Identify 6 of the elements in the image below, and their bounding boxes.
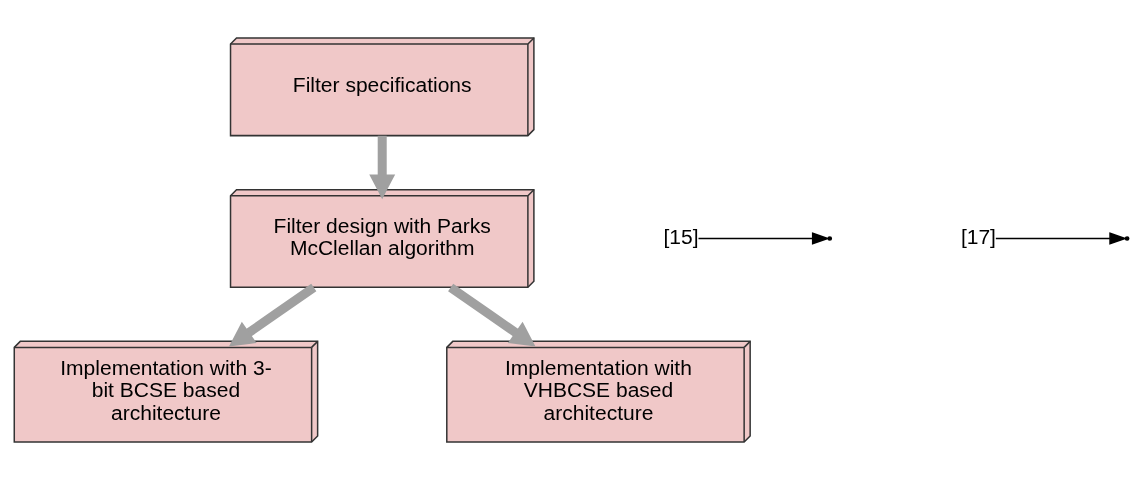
node-text: [17] — [960, 225, 996, 249]
arrow — [697, 232, 830, 245]
node-text: [15] — [663, 225, 699, 249]
arrow — [369, 135, 396, 200]
arrow — [448, 283, 536, 347]
arrow — [228, 283, 317, 347]
